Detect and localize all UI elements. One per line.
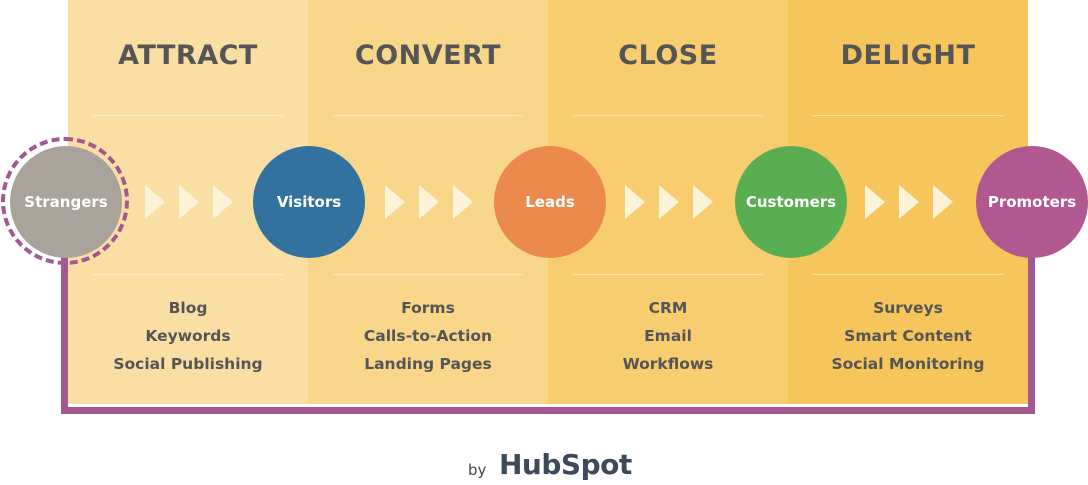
tool-item: Calls-to-Action (363, 327, 493, 345)
tool-item: Surveys (873, 299, 943, 317)
tool-item: Forms (401, 299, 455, 317)
chevron-right-icon (179, 185, 199, 219)
chevron-right-icon (213, 185, 233, 219)
chevron-right-icon (385, 185, 405, 219)
chevron-right-icon (625, 185, 645, 219)
node-visitors: Visitors (253, 146, 365, 258)
hubspot-logo: HubSpot (499, 448, 632, 481)
tool-item: Keywords (145, 327, 231, 345)
chevron-right-icon (865, 185, 885, 219)
tool-item: Smart Content (844, 327, 972, 345)
tools-list-attract: Blog Keywords Social Publishing (68, 294, 308, 378)
chevron-right-icon (419, 185, 439, 219)
divider (93, 115, 283, 116)
tool-item: CRM (648, 299, 688, 317)
tools-list-convert: Forms Calls-to-Action Landing Pages (308, 294, 548, 378)
chevron-right-icon (933, 185, 953, 219)
node-strangers: Strangers (10, 146, 122, 258)
stage-title-convert: CONVERT (354, 40, 502, 71)
node-label: Leads (525, 193, 575, 211)
stage-title-close: CLOSE (618, 40, 718, 71)
tools-list-delight: Surveys Smart Content Social Monitoring (788, 294, 1028, 378)
chevron-right-icon (899, 185, 919, 219)
tool-item: Landing Pages (364, 355, 492, 373)
stage-title-delight: DELIGHT (840, 40, 976, 71)
divider (573, 274, 763, 275)
dashed-ring (1, 137, 129, 265)
chevron-right-icon (693, 185, 713, 219)
brand-name: HubSpot (499, 448, 632, 481)
tool-item: Blog (168, 299, 208, 317)
divider (333, 274, 523, 275)
tool-item: Social Publishing (113, 355, 263, 373)
chevron-right-icon (145, 185, 165, 219)
node-label: Visitors (276, 193, 342, 211)
feedback-loop-line (61, 255, 1035, 414)
tool-item: Workflows (622, 355, 714, 373)
tools-list-close: CRM Email Workflows (548, 294, 788, 378)
divider (93, 274, 283, 275)
chevron-right-icon (659, 185, 679, 219)
by-label: by (468, 461, 487, 479)
divider (813, 274, 1003, 275)
node-promoters: Promoters (976, 146, 1088, 258)
node-label: Promoters (987, 193, 1077, 211)
node-customers: Customers (735, 146, 847, 258)
divider (573, 115, 763, 116)
node-label: Strangers (24, 193, 108, 211)
tool-item: Email (644, 327, 692, 345)
divider (333, 115, 523, 116)
stage-title-attract: ATTRACT (118, 40, 258, 71)
tool-item: Social Monitoring (831, 355, 985, 373)
node-label: Customers (745, 193, 837, 211)
divider (813, 115, 1003, 116)
node-leads: Leads (494, 146, 606, 258)
chevron-right-icon (453, 185, 473, 219)
